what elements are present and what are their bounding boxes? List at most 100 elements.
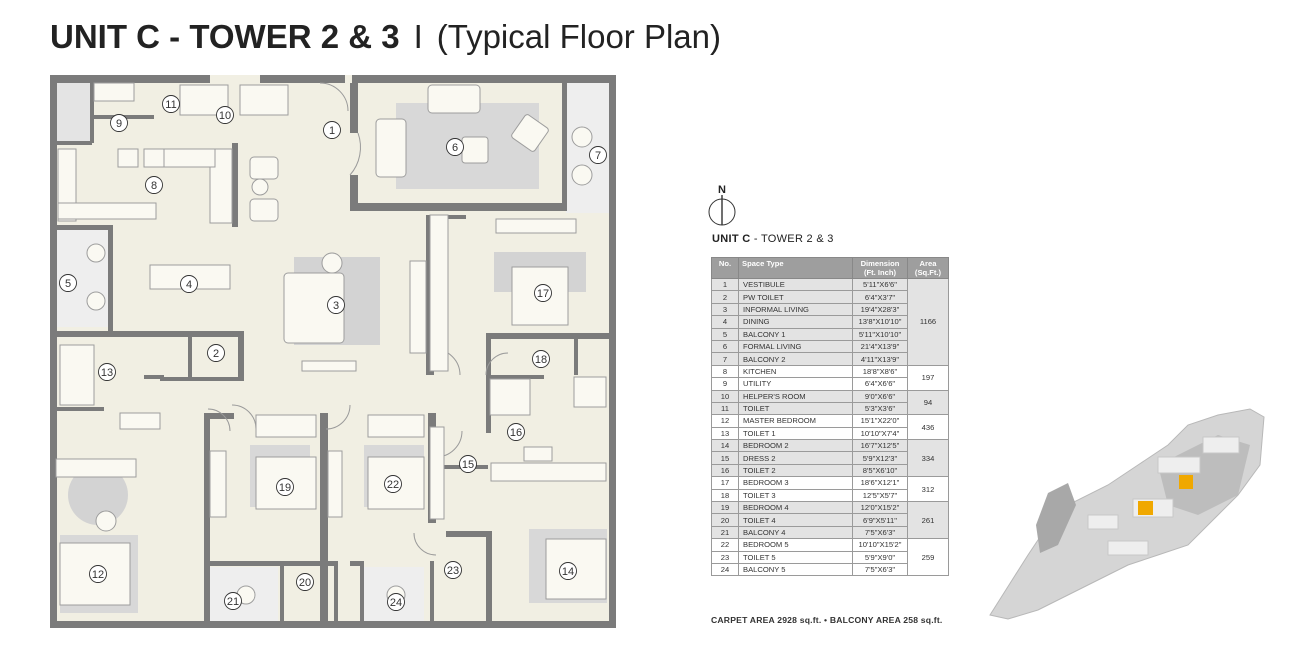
row-dimension: 16'7"X12'5" bbox=[852, 439, 908, 453]
row-space-type: DINING bbox=[738, 315, 853, 329]
table-header-row: No. Space Type Dimension(Ft. Inch) Area(… bbox=[711, 257, 949, 279]
room-label-16: 16 bbox=[507, 423, 525, 441]
row-space-type: INFORMAL LIVING bbox=[738, 302, 853, 317]
row-space-type: TOILET 3 bbox=[738, 488, 853, 503]
row-space-type: UTILITY bbox=[738, 377, 853, 391]
room-number: 22 bbox=[387, 479, 399, 491]
row-space-type: BALCONY 5 bbox=[738, 562, 853, 577]
row-number: 11 bbox=[711, 401, 739, 416]
row-number: 22 bbox=[711, 538, 739, 552]
row-number: 4 bbox=[711, 315, 739, 329]
room-number: 10 bbox=[219, 110, 231, 122]
room-label-21: 21 bbox=[224, 592, 242, 610]
room-number: 8 bbox=[151, 180, 157, 192]
row-dimension: 15'1"X22'0" bbox=[852, 414, 908, 428]
room-number: 23 bbox=[447, 565, 459, 577]
room-label-14: 14 bbox=[559, 562, 577, 580]
room-number: 9 bbox=[116, 118, 122, 130]
room-number: 3 bbox=[333, 300, 339, 312]
row-space-type: BEDROOM 2 bbox=[738, 439, 853, 453]
room-number: 6 bbox=[452, 142, 458, 154]
room-number: 12 bbox=[92, 569, 104, 581]
room-number: 5 bbox=[65, 278, 71, 290]
row-area: 197 bbox=[907, 364, 949, 391]
row-space-type: BEDROOM 4 bbox=[738, 501, 853, 515]
room-number: 19 bbox=[279, 482, 291, 494]
room-label-11: 11 bbox=[162, 95, 180, 113]
row-number: 1 bbox=[711, 277, 739, 292]
row-number: 8 bbox=[711, 364, 739, 379]
room-label-17: 17 bbox=[534, 284, 552, 302]
room-label-4: 4 bbox=[180, 275, 198, 293]
row-number: 13 bbox=[711, 426, 739, 441]
row-number: 6 bbox=[711, 339, 739, 354]
row-space-type: TOILET 5 bbox=[738, 550, 853, 565]
row-number: 23 bbox=[711, 550, 739, 565]
row-dimension: 18'8"X8'6" bbox=[852, 364, 908, 379]
row-dimension: 5'11"X10'10" bbox=[852, 327, 908, 341]
room-number: 17 bbox=[537, 288, 549, 300]
row-space-type: DRESS 2 bbox=[738, 451, 853, 465]
row-number: 17 bbox=[711, 476, 739, 490]
col-header-dimension: Dimension(Ft. Inch) bbox=[852, 257, 908, 279]
row-dimension: 5'3"X3'6" bbox=[852, 401, 908, 416]
room-label-22: 22 bbox=[384, 475, 402, 493]
row-number: 14 bbox=[711, 439, 739, 453]
row-space-type: BEDROOM 3 bbox=[738, 476, 853, 490]
row-space-type: TOILET bbox=[738, 401, 853, 416]
area-summary: CARPET AREA 2928 sq.ft. • BALCONY AREA 2… bbox=[711, 615, 943, 625]
row-space-type: VESTIBULE bbox=[738, 277, 853, 292]
row-space-type: PW TOILET bbox=[738, 290, 853, 304]
room-number: 15 bbox=[462, 459, 474, 471]
row-dimension: 19'4"X28'3" bbox=[852, 302, 908, 317]
row-dimension: 12'5"X5'7" bbox=[852, 488, 908, 503]
row-dimension: 13'8"X10'10" bbox=[852, 315, 908, 329]
highlight-tower-2 bbox=[1138, 501, 1153, 515]
room-number: 20 bbox=[299, 577, 311, 589]
row-dimension: 12'0"X15'2" bbox=[852, 501, 908, 515]
row-dimension: 7'5"X6'3" bbox=[852, 525, 908, 540]
row-number: 20 bbox=[711, 513, 739, 527]
room-label-8: 8 bbox=[145, 176, 163, 194]
row-number: 7 bbox=[711, 352, 739, 366]
room-label-1: 1 bbox=[323, 121, 341, 139]
north-label: N bbox=[718, 184, 726, 196]
room-label-2: 2 bbox=[207, 344, 225, 362]
col-header-no: No. bbox=[711, 257, 739, 279]
room-label-23: 23 bbox=[444, 561, 462, 579]
room-number: 14 bbox=[562, 566, 574, 578]
row-number: 10 bbox=[711, 389, 739, 403]
row-number: 15 bbox=[711, 451, 739, 465]
row-dimension: 6'4"X3'7" bbox=[852, 290, 908, 304]
unit-caption: UNIT C - TOWER 2 & 3 bbox=[712, 233, 834, 245]
room-number: 11 bbox=[165, 99, 176, 111]
row-area: 1166 bbox=[907, 278, 949, 366]
row-number: 3 bbox=[711, 302, 739, 317]
row-space-type: TOILET 1 bbox=[738, 426, 853, 441]
row-number: 16 bbox=[711, 463, 739, 478]
row-space-type: BALCONY 2 bbox=[738, 352, 853, 366]
room-label-19: 19 bbox=[276, 478, 294, 496]
room-number: 18 bbox=[535, 354, 547, 366]
room-number: 4 bbox=[186, 279, 192, 291]
row-dimension: 5'9"X12'3" bbox=[852, 451, 908, 465]
row-area: 94 bbox=[907, 389, 949, 416]
row-number: 12 bbox=[711, 414, 739, 428]
room-label-12: 12 bbox=[89, 565, 107, 583]
room-number: 1 bbox=[329, 125, 335, 137]
row-dimension: 6'4"X6'6" bbox=[852, 377, 908, 391]
room-label-3: 3 bbox=[327, 296, 345, 314]
